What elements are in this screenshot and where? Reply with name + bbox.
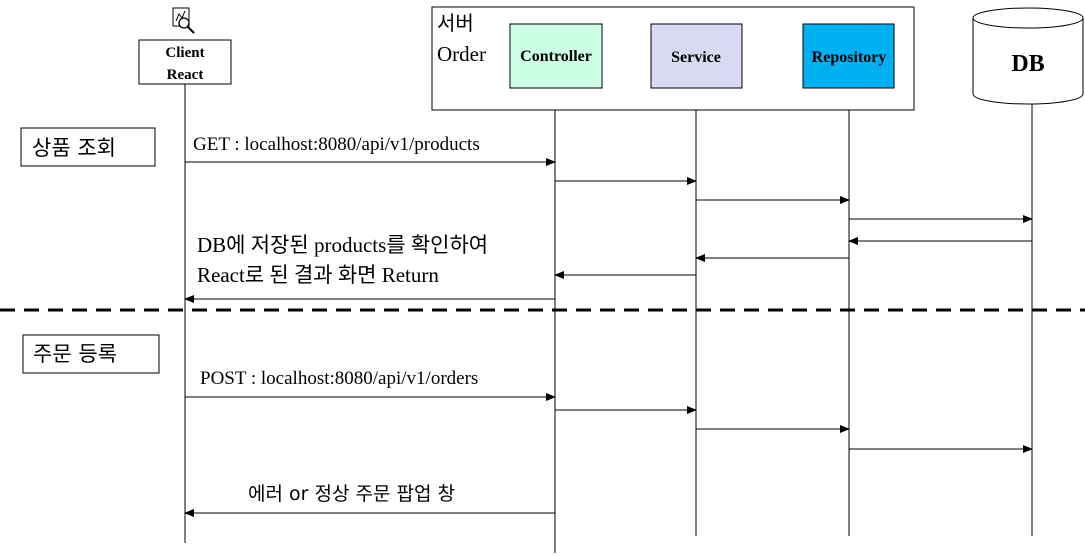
post-request-label: POST : localhost:8080/api/v1/orders bbox=[200, 368, 478, 389]
server-group-label-line1: 서버 bbox=[437, 11, 474, 35]
controller-box bbox=[509, 23, 603, 89]
section-order-register-box bbox=[22, 334, 160, 374]
client-label-line1: Client bbox=[165, 45, 204, 61]
get-request-label: GET : localhost:8080/api/v1/products bbox=[193, 134, 480, 155]
repository-label: Repository bbox=[812, 49, 887, 66]
section-order-register-title: 주문 등록 bbox=[33, 342, 117, 366]
client-label-line2: React bbox=[167, 67, 204, 83]
post-response-label: 에러 or 정상 주문 팝업 창 bbox=[248, 483, 455, 505]
service-label: Service bbox=[671, 49, 721, 66]
magnifier-chart-icon bbox=[172, 7, 195, 34]
section-product-lookup-title: 상품 조회 bbox=[32, 136, 116, 160]
repository-box bbox=[802, 23, 895, 89]
controller-label: Controller bbox=[520, 48, 592, 65]
get-response-label-line1: DB에 저장된 products를 확인하여 bbox=[197, 233, 488, 257]
db-cylinder bbox=[972, 7, 1084, 105]
db-label: DB bbox=[1011, 51, 1044, 77]
section-product-lookup-box bbox=[20, 127, 156, 167]
client-box bbox=[138, 39, 232, 85]
get-response-label-line2: React로 된 결과 화면 Return bbox=[197, 263, 439, 287]
server-group-label-line2: Order bbox=[437, 42, 486, 66]
service-box bbox=[650, 23, 743, 89]
